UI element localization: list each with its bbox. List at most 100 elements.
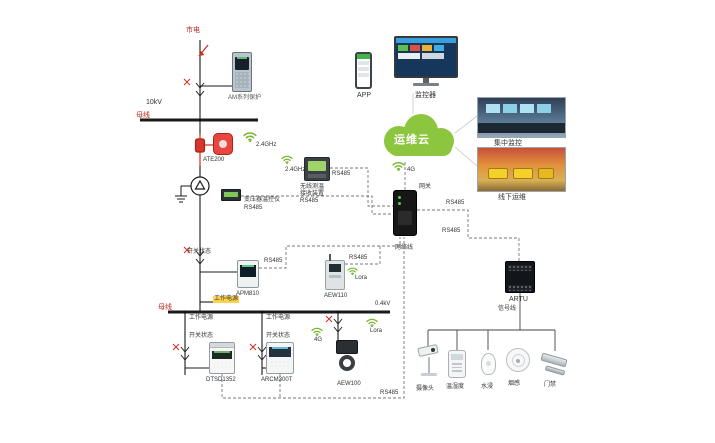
ate200-label: ATE200 [203,157,225,163]
temp-humidity-label: 温湿度 [446,384,465,390]
gateway-rs485-a-label: RS485 [446,200,465,206]
apm810-screen [240,265,256,277]
bus-top-label: 母线 [136,112,150,119]
monitor-panel [422,53,444,59]
ghz1-label: 2.4GHz [256,142,277,148]
transformer-temp-controller [221,189,241,201]
gateway-device [393,190,417,236]
artu-unit [505,261,535,293]
transformer-ctrl-rs485-label: RS485 [244,205,263,211]
door-label: 门禁 [544,382,557,388]
lora-bottom-label: Lora [370,328,383,334]
protection-symbols [172,44,333,351]
wifi-icon-4g-bottom [311,327,323,336]
arcm-lcd [269,347,291,357]
monitor-tile [398,45,408,51]
monitor-device [394,36,458,92]
camera-base [421,373,437,376]
mains-label: 市电 [186,27,200,34]
artu-label: ARTU [509,296,528,303]
water-sensor-dot [486,361,491,366]
apm810-meter [237,260,259,288]
aew110-label: AEW110 [324,293,348,299]
smoke-outer [506,348,530,372]
transformer-icon [190,176,210,196]
dtsd-lcd-line [214,351,230,353]
phone-row-2 [358,67,369,71]
rs485-bottom-label: RS485 [380,390,399,396]
dtsd1352-meter [209,342,235,374]
wifi-icon-gateway-4g [392,161,405,171]
bus-bottom-label: 母线 [158,304,172,311]
ate200-sensor [213,133,233,155]
app-label: APP [357,92,372,99]
aew110-rs485-label: RS485 [349,255,368,261]
voltage-10kv-label: 10kV [146,99,162,106]
receiver-label-1: 无线测温 [300,184,325,190]
monitor-base [413,83,439,86]
platform-links [412,93,478,167]
aew100-meter [334,340,360,378]
monitor-neck [423,78,429,83]
aew100-label: AEW100 [337,381,361,387]
ate200-window [219,140,227,148]
arcm-terminals [270,360,290,369]
aew110-antenna [329,254,331,261]
phone-row-1 [358,61,369,65]
door-bar-2 [544,365,566,376]
receiver-label-2: 接收装置 [300,191,325,197]
ops-cloud-label: 运维云 [394,134,430,146]
arcm300t-label: ARCM300T [261,377,293,383]
photo-vehicle [538,168,554,179]
relay-buttons [235,72,249,88]
am-relay-device [232,52,252,92]
working-power-tag: 工作电源 [213,296,240,303]
switch-status-mid-label: 开关状态 [187,249,212,255]
apm810-rs485-label: RS485 [264,258,283,264]
working-power-1-label: 工作电源 [189,315,214,321]
monitor-tile [410,45,420,51]
phone-row-3 [358,73,369,77]
aew100-body [336,340,358,354]
receiver-rs485-label: RS485 [332,171,351,177]
photo-desk [478,123,565,133]
ghz2-label: 2.4GHz [285,167,306,173]
wireless-temp-receiver [304,157,330,181]
aew110-terminal [325,254,345,290]
photo-screen [537,104,551,113]
camera-stand [428,357,430,373]
aew110-lora-label: Lora [355,275,368,281]
monitor-tile [422,45,432,51]
photo-screen [503,104,517,113]
gateway-rs485-b-label: RS485 [442,228,461,234]
photo-vehicle [488,168,508,179]
apm810-screen-line [242,265,254,267]
receiver-keys [308,174,326,178]
artu-terminals-bottom [508,285,532,291]
switch-status-1-label: 开关状态 [189,333,214,339]
wifi-icon-lora-bottom [366,318,378,327]
receiver-screen [308,161,326,171]
door-bar-1 [540,352,568,368]
working-power-2-label: 工作电源 [266,315,291,321]
camera-sensor [415,344,443,382]
phone-header [357,54,370,59]
door-sensor [540,352,569,378]
gateway-led-1 [398,196,401,199]
photo-vehicles-row [488,168,565,179]
apm810-buttons [241,279,255,287]
dtsd1352-label: DTSD1352 [206,377,236,383]
wifi-icon-2-4ghz-1 [243,132,257,142]
temp-humidity-vent [452,370,462,372]
monitor-label: 监控器 [415,92,436,99]
voltage-04kv-label: 0.4kV [375,301,391,307]
switch-status-2-label: 开关状态 [266,333,291,339]
central-monitoring-label: 集中监控 [494,140,522,147]
signal-lines [427,293,556,351]
offline-ops-photo [477,147,566,192]
temp-humidity-vent [452,366,462,368]
dtsd-lcd [212,351,232,359]
camera-body [417,344,439,357]
app-phone [355,52,372,89]
